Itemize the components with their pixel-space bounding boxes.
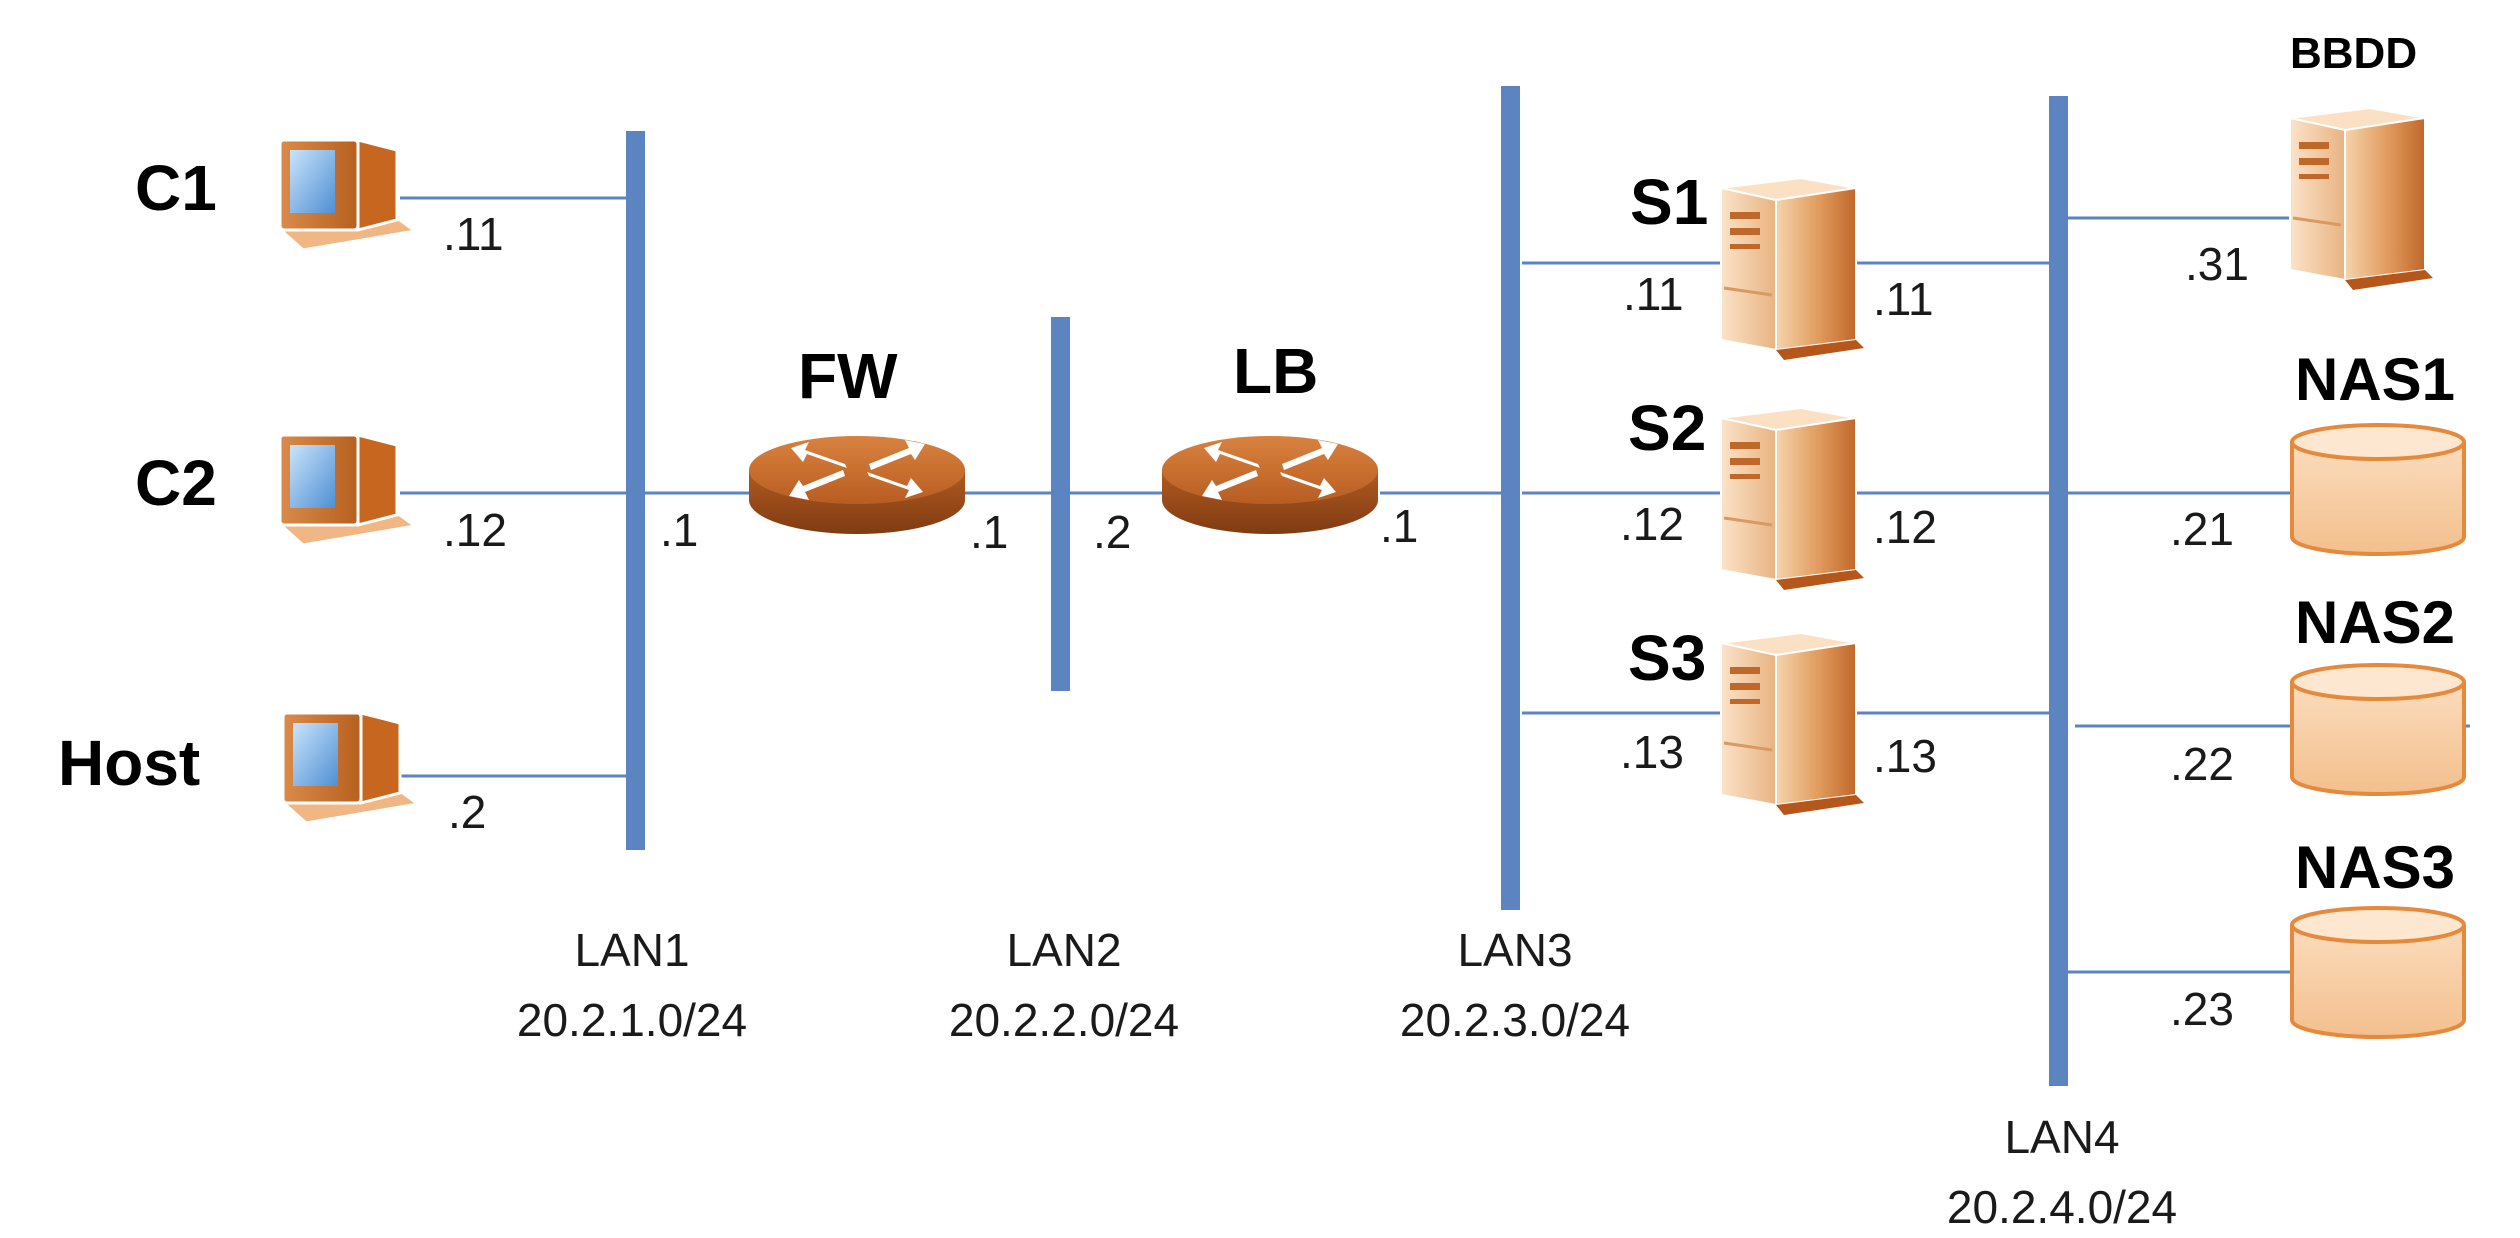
client-host-addr: .2 bbox=[448, 786, 486, 838]
server-s3-left-addr: .13 bbox=[1620, 726, 1684, 778]
nas-cylinder-icon bbox=[2290, 663, 2466, 796]
router-fw-right-addr: .1 bbox=[970, 506, 1008, 558]
storage-nas3-addr: .23 bbox=[2170, 983, 2234, 1035]
server-s1-name: S1 bbox=[1630, 166, 1708, 238]
lan1-bus bbox=[626, 131, 645, 850]
router-fw[interactable] bbox=[749, 436, 965, 534]
client-c1-name: C1 bbox=[135, 152, 217, 224]
lan3-subnet: 20.2.3.0/24 bbox=[1400, 994, 1630, 1046]
client-c1-addr: .11 bbox=[443, 208, 504, 260]
lan4-bus bbox=[2049, 96, 2068, 1086]
desktop-pc-icon bbox=[274, 711, 422, 825]
storage-nas1-addr: .21 bbox=[2170, 503, 2234, 555]
server-s1-left-addr: .11 bbox=[1623, 268, 1684, 320]
lan2-bus bbox=[1051, 317, 1070, 691]
router-fw-left-addr: .1 bbox=[660, 504, 698, 556]
lan4-name: LAN4 bbox=[2004, 1111, 2119, 1163]
client-c1[interactable] bbox=[271, 138, 419, 252]
lan1-name: LAN1 bbox=[574, 924, 689, 976]
client-c2[interactable] bbox=[271, 433, 419, 547]
nas-cylinder-icon bbox=[2290, 906, 2466, 1039]
server-s1[interactable] bbox=[1720, 176, 1864, 360]
server-tower-icon bbox=[1720, 406, 1864, 590]
client-c2-name: C2 bbox=[135, 447, 217, 519]
lan4-subnet: 20.2.4.0/24 bbox=[1947, 1181, 2177, 1233]
storage-nas2-name: NAS2 bbox=[2295, 589, 2455, 656]
desktop-pc-icon bbox=[271, 138, 419, 252]
router-lb-right-addr: .1 bbox=[1380, 500, 1418, 552]
server-s1-right-addr: .11 bbox=[1873, 273, 1934, 325]
lan3-bus bbox=[1501, 86, 1520, 910]
database-server-icon bbox=[2289, 106, 2433, 290]
router-icon bbox=[1162, 436, 1378, 534]
server-s3[interactable] bbox=[1720, 631, 1864, 815]
router-lb-name: LB bbox=[1233, 335, 1318, 407]
nas-cylinder-icon bbox=[2290, 423, 2466, 556]
server-s2-left-addr: .12 bbox=[1620, 498, 1684, 550]
server-s2-name: S2 bbox=[1628, 392, 1706, 464]
storage-nas1[interactable] bbox=[2290, 423, 2466, 556]
router-lb[interactable] bbox=[1162, 436, 1378, 534]
lan2-name: LAN2 bbox=[1006, 924, 1121, 976]
server-tower-icon bbox=[1720, 631, 1864, 815]
storage-bbdd-name: BBDD bbox=[2290, 29, 2417, 78]
client-host[interactable] bbox=[274, 711, 422, 825]
storage-nas2-addr: .22 bbox=[2170, 738, 2234, 790]
client-host-name: Host bbox=[58, 727, 200, 799]
desktop-pc-icon bbox=[271, 433, 419, 547]
lan1-subnet: 20.2.1.0/24 bbox=[517, 994, 747, 1046]
router-fw-name: FW bbox=[798, 340, 898, 412]
lan3-name: LAN3 bbox=[1457, 924, 1572, 976]
server-tower-icon bbox=[1720, 176, 1864, 360]
storage-nas3-name: NAS3 bbox=[2295, 834, 2455, 901]
server-s3-right-addr: .13 bbox=[1873, 730, 1937, 782]
lan2-subnet: 20.2.2.0/24 bbox=[949, 994, 1179, 1046]
storage-bbdd[interactable] bbox=[2289, 106, 2433, 290]
router-icon bbox=[749, 436, 965, 534]
storage-bbdd-addr: .31 bbox=[2185, 238, 2249, 290]
server-s2[interactable] bbox=[1720, 406, 1864, 590]
client-c2-addr: .12 bbox=[443, 504, 507, 556]
storage-nas1-name: NAS1 bbox=[2295, 346, 2455, 413]
storage-nas2[interactable] bbox=[2290, 663, 2466, 796]
storage-nas3[interactable] bbox=[2290, 906, 2466, 1039]
server-s2-right-addr: .12 bbox=[1873, 501, 1937, 553]
server-s3-name: S3 bbox=[1628, 622, 1706, 694]
links bbox=[400, 196, 2470, 974]
router-lb-left-addr: .2 bbox=[1093, 506, 1131, 558]
